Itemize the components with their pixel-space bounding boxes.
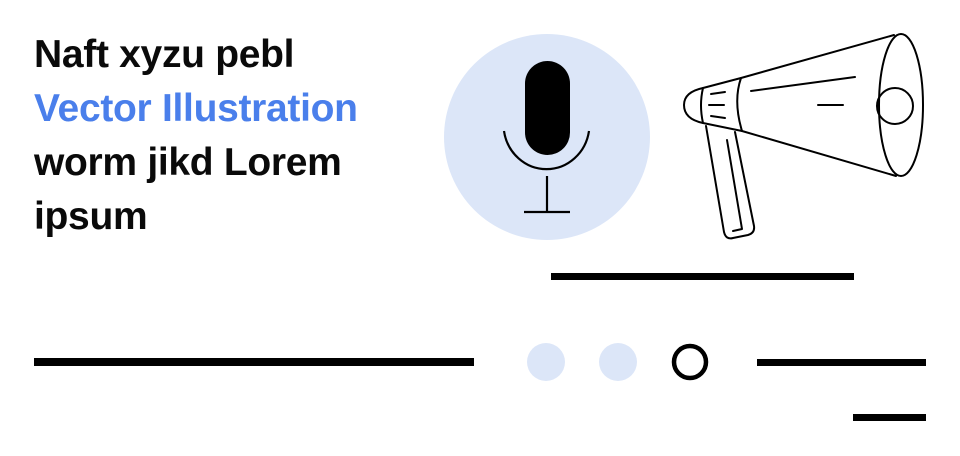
headline-line-3: worm jikd Lorem — [34, 141, 342, 184]
megaphone-cone-top — [740, 34, 895, 79]
collar-grip-line — [710, 91, 726, 95]
divider-line-right — [757, 359, 926, 366]
headline-line-4: ipsum — [34, 195, 148, 238]
megaphone-speaker — [876, 87, 914, 125]
collar-grip-line — [710, 115, 726, 119]
dot-inactive — [599, 343, 637, 381]
microphone-capsule — [525, 61, 570, 155]
divider-line-top — [551, 273, 854, 280]
divider-line-short — [853, 414, 926, 421]
megaphone-highlight — [750, 76, 856, 92]
divider-line-left — [34, 358, 474, 366]
headline-accent-line: Vector Illustration — [34, 87, 358, 130]
microphone-holder-arc — [502, 130, 591, 171]
megaphone-back-cap — [683, 87, 704, 124]
microphone-icon — [444, 34, 650, 240]
megaphone-icon — [683, 33, 924, 240]
megaphone-cone-bottom — [741, 130, 897, 177]
headline: Naft xyzu pebl Vector Illustration worm … — [34, 28, 434, 244]
megaphone-handle-inner — [726, 139, 743, 232]
pagination-dots — [527, 343, 709, 381]
dot-inactive — [527, 343, 565, 381]
megaphone-bell — [878, 33, 924, 177]
megaphone-handle — [705, 125, 756, 240]
dot-active-ring — [671, 343, 709, 381]
headline-line-1: Naft xyzu pebl — [34, 33, 295, 76]
